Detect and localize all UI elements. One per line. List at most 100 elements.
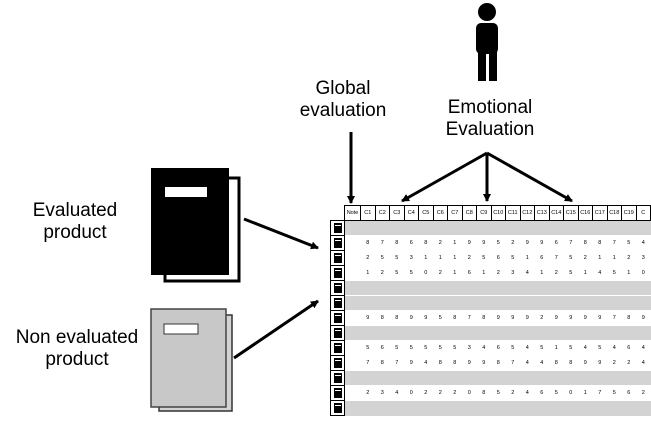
book-icon <box>330 265 345 281</box>
matrix-cell: 8 <box>418 235 433 251</box>
book-icon <box>330 280 345 296</box>
evaluated-product-arrow <box>243 217 319 250</box>
matrix-cell: 8 <box>360 235 375 251</box>
matrix-cell: 5 <box>418 340 433 356</box>
matrix-cell <box>375 325 390 341</box>
matrix-cell <box>476 220 491 236</box>
matrix-cell: 1 <box>520 250 535 266</box>
matrix-cell <box>462 295 477 311</box>
matrix-cell: 2 <box>534 310 549 326</box>
matrix-cell: 6 <box>534 250 549 266</box>
matrix-cell <box>462 325 477 341</box>
matrix-cell <box>621 220 636 236</box>
matrix-cell <box>578 370 593 386</box>
matrix-cell <box>433 295 448 311</box>
matrix-cell: 0 <box>462 385 477 401</box>
matrix-cell <box>592 400 607 416</box>
matrix-cell <box>344 370 361 386</box>
matrix-cell: 7 <box>549 250 564 266</box>
matrix-cell: 8 <box>375 355 390 371</box>
column-header: C4 <box>403 205 419 221</box>
matrix-cell: 7 <box>592 385 607 401</box>
matrix-cell: 5 <box>563 250 578 266</box>
matrix-cell <box>344 355 361 371</box>
column-header: C14 <box>548 205 564 221</box>
matrix-cell <box>563 295 578 311</box>
matrix-cell: 5 <box>389 265 404 281</box>
matrix-cell: 5 <box>433 340 448 356</box>
matrix-cell <box>447 325 462 341</box>
matrix-cell <box>389 370 404 386</box>
table-row <box>330 400 651 416</box>
matrix-cell <box>563 280 578 296</box>
matrix-cell <box>360 280 375 296</box>
matrix-cell: 9 <box>592 310 607 326</box>
column-header: C9 <box>476 205 492 221</box>
column-header: C6 <box>432 205 448 221</box>
matrix-cell <box>491 370 506 386</box>
emotional-evaluation-label-line2: Evaluation <box>445 119 535 140</box>
matrix-cell: 8 <box>389 310 404 326</box>
matrix-cell: 3 <box>505 265 520 281</box>
matrix-cell <box>344 280 361 296</box>
table-row <box>330 220 651 236</box>
matrix-cell: 8 <box>476 385 491 401</box>
column-header: C <box>635 205 651 221</box>
matrix-cell: 6 <box>621 385 636 401</box>
matrix-cell <box>418 325 433 341</box>
matrix-cell: 5 <box>505 340 520 356</box>
matrix-cell: 9 <box>592 355 607 371</box>
matrix-cell: 1 <box>433 250 448 266</box>
matrix-cell <box>476 295 491 311</box>
matrix-cell: 5 <box>389 250 404 266</box>
matrix-cell: 1 <box>447 250 462 266</box>
matrix-cell <box>592 220 607 236</box>
row-book-icon <box>333 313 342 323</box>
matrix-cell <box>418 220 433 236</box>
matrix-cell: 1 <box>476 265 491 281</box>
matrix-cell <box>360 370 375 386</box>
matrix-cell: 2 <box>462 250 477 266</box>
book-icon <box>330 235 345 251</box>
matrix-cell: 5 <box>607 385 622 401</box>
column-header: C19 <box>621 205 637 221</box>
matrix-cell: 4 <box>592 265 607 281</box>
matrix-cell <box>592 295 607 311</box>
matrix-cell: 5 <box>607 265 622 281</box>
non-evaluated-product-label-line1: Non evaluated <box>15 327 139 348</box>
matrix-cell <box>404 370 419 386</box>
matrix-cell: 5 <box>563 265 578 281</box>
matrix-cell <box>360 400 375 416</box>
matrix-cell <box>360 325 375 341</box>
column-header: C11 <box>505 205 521 221</box>
matrix-cell: 8 <box>491 355 506 371</box>
matrix-cell: 1 <box>607 250 622 266</box>
matrix-cell <box>344 235 361 251</box>
matrix-corner <box>330 205 345 221</box>
matrix-cell: 1 <box>621 265 636 281</box>
matrix-cell: 9 <box>505 310 520 326</box>
column-header: C17 <box>592 205 608 221</box>
matrix-cell <box>344 295 361 311</box>
evaluated-product-label-line1: Evaluated <box>32 200 118 221</box>
matrix-cell: 9 <box>462 355 477 371</box>
matrix-cell <box>344 220 361 236</box>
matrix-cell <box>389 325 404 341</box>
matrix-cell: 8 <box>621 310 636 326</box>
matrix-cell: 3 <box>375 385 390 401</box>
matrix-cell: 6 <box>549 235 564 251</box>
matrix-cell: 9 <box>520 310 535 326</box>
matrix-cell: 5 <box>592 340 607 356</box>
book-icon <box>330 355 345 371</box>
matrix-cell <box>491 280 506 296</box>
matrix-cell: 5 <box>563 340 578 356</box>
matrix-cell: 8 <box>476 310 491 326</box>
matrix-cell <box>607 325 622 341</box>
matrix-cell <box>534 295 549 311</box>
matrix-cell <box>505 400 520 416</box>
matrix-cell: 3 <box>404 250 419 266</box>
matrix-cell <box>375 295 390 311</box>
